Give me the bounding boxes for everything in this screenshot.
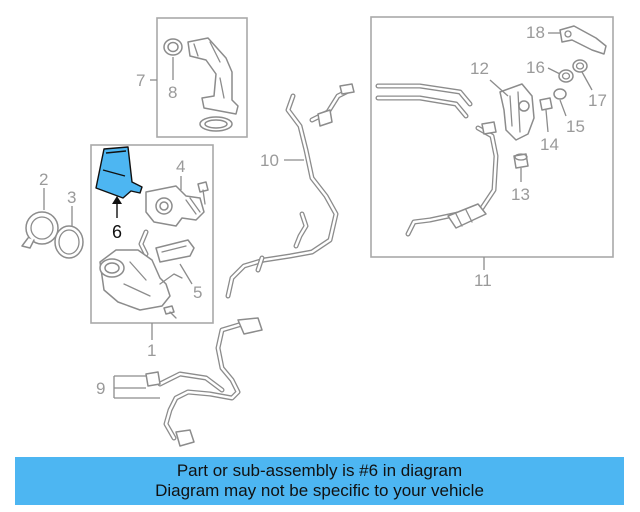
o-ring-8 <box>163 38 183 56</box>
group-box-7 <box>156 17 248 138</box>
bolt <box>197 181 209 205</box>
callout-12: 12 <box>470 59 489 78</box>
o-ring-16 <box>558 69 574 83</box>
callout-3: 3 <box>67 188 76 207</box>
callout-15: 15 <box>566 117 585 136</box>
callout-10: 10 <box>260 151 279 170</box>
callout-18: 18 <box>526 23 545 42</box>
callout-16: 16 <box>526 58 545 77</box>
gasket-5 <box>155 239 195 263</box>
arrow-6 <box>112 196 122 204</box>
group-box-11 <box>370 16 614 258</box>
lower-pipe-assembly-9 <box>145 317 263 447</box>
callout-7: 7 <box>136 71 145 90</box>
pipe-18 <box>559 25 607 55</box>
parts-diagram: 1 2 3 4 5 6 7 8 9 10 11 12 13 14 15 16 1… <box>21 16 614 447</box>
fitting-14 <box>539 97 553 111</box>
banner-line-1: Part or sub-assembly is #6 in diagram <box>176 461 463 480</box>
pipe-assembly-11 <box>375 83 499 237</box>
elbow-housing <box>187 37 239 115</box>
leader-5 <box>179 263 193 285</box>
fitting-13 <box>513 153 529 169</box>
callout-6: 6 <box>112 222 122 242</box>
o-ring-3 <box>54 225 84 259</box>
leader-14 <box>545 109 549 133</box>
gasket-o-ring <box>199 116 233 132</box>
part-6-heat-shield <box>95 146 143 199</box>
leader-15 <box>559 99 567 117</box>
leader-16 <box>547 67 561 75</box>
callout-9: 9 <box>96 379 105 398</box>
callout-11: 11 <box>474 271 492 290</box>
o-ring-17 <box>572 59 588 73</box>
water-pump-body <box>99 249 183 319</box>
info-banner: Part or sub-assembly is #6 in diagram Di… <box>15 457 624 505</box>
callout-13: 13 <box>511 185 530 204</box>
callout-14: 14 <box>540 135 559 154</box>
callout-17: 17 <box>588 91 607 110</box>
callout-8: 8 <box>168 83 177 102</box>
thermostat-housing <box>145 185 205 227</box>
valve-12 <box>499 83 535 141</box>
callout-2: 2 <box>39 170 48 189</box>
leader-12 <box>489 79 509 97</box>
leader-17 <box>581 71 593 91</box>
clamp-2 <box>21 211 59 249</box>
small-hose <box>138 229 149 257</box>
banner-line-2: Diagram may not be specific to your vehi… <box>155 481 484 500</box>
coolant-pipe-10 <box>225 83 355 299</box>
callout-5: 5 <box>193 283 202 302</box>
callout-1: 1 <box>147 341 156 360</box>
o-ring-15 <box>553 88 567 100</box>
callout-4: 4 <box>176 157 185 176</box>
